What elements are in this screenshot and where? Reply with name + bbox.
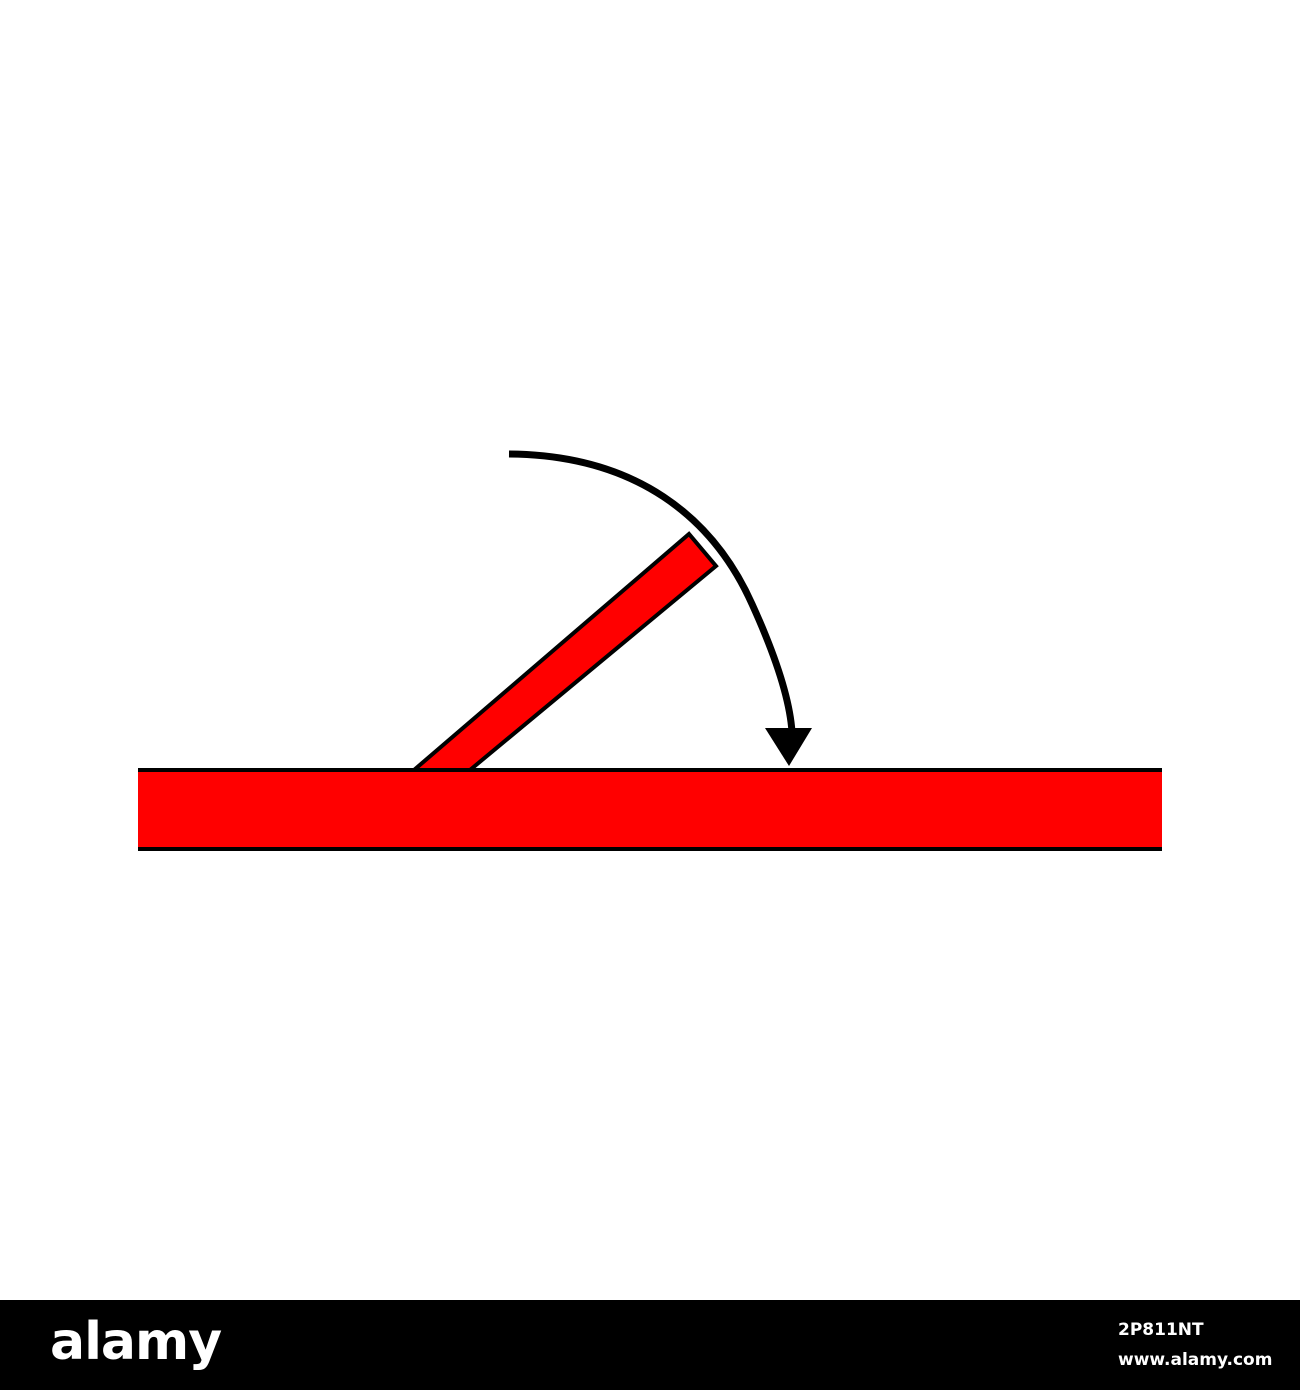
diagram-canvas (138, 450, 1162, 851)
stock-logo: alamy (50, 1312, 222, 1372)
angle-diagram (138, 450, 1162, 851)
rotation-arc (508, 450, 796, 733)
watermark-footer: alamy 2P811NT www.alamy.com (0, 1300, 1300, 1390)
arrow-head-icon (765, 728, 812, 766)
site-url: www.alamy.com (1118, 1350, 1273, 1370)
inclined-plank (408, 531, 719, 772)
image-id: 2P811NT (1118, 1320, 1204, 1340)
base-plank (138, 770, 1162, 849)
